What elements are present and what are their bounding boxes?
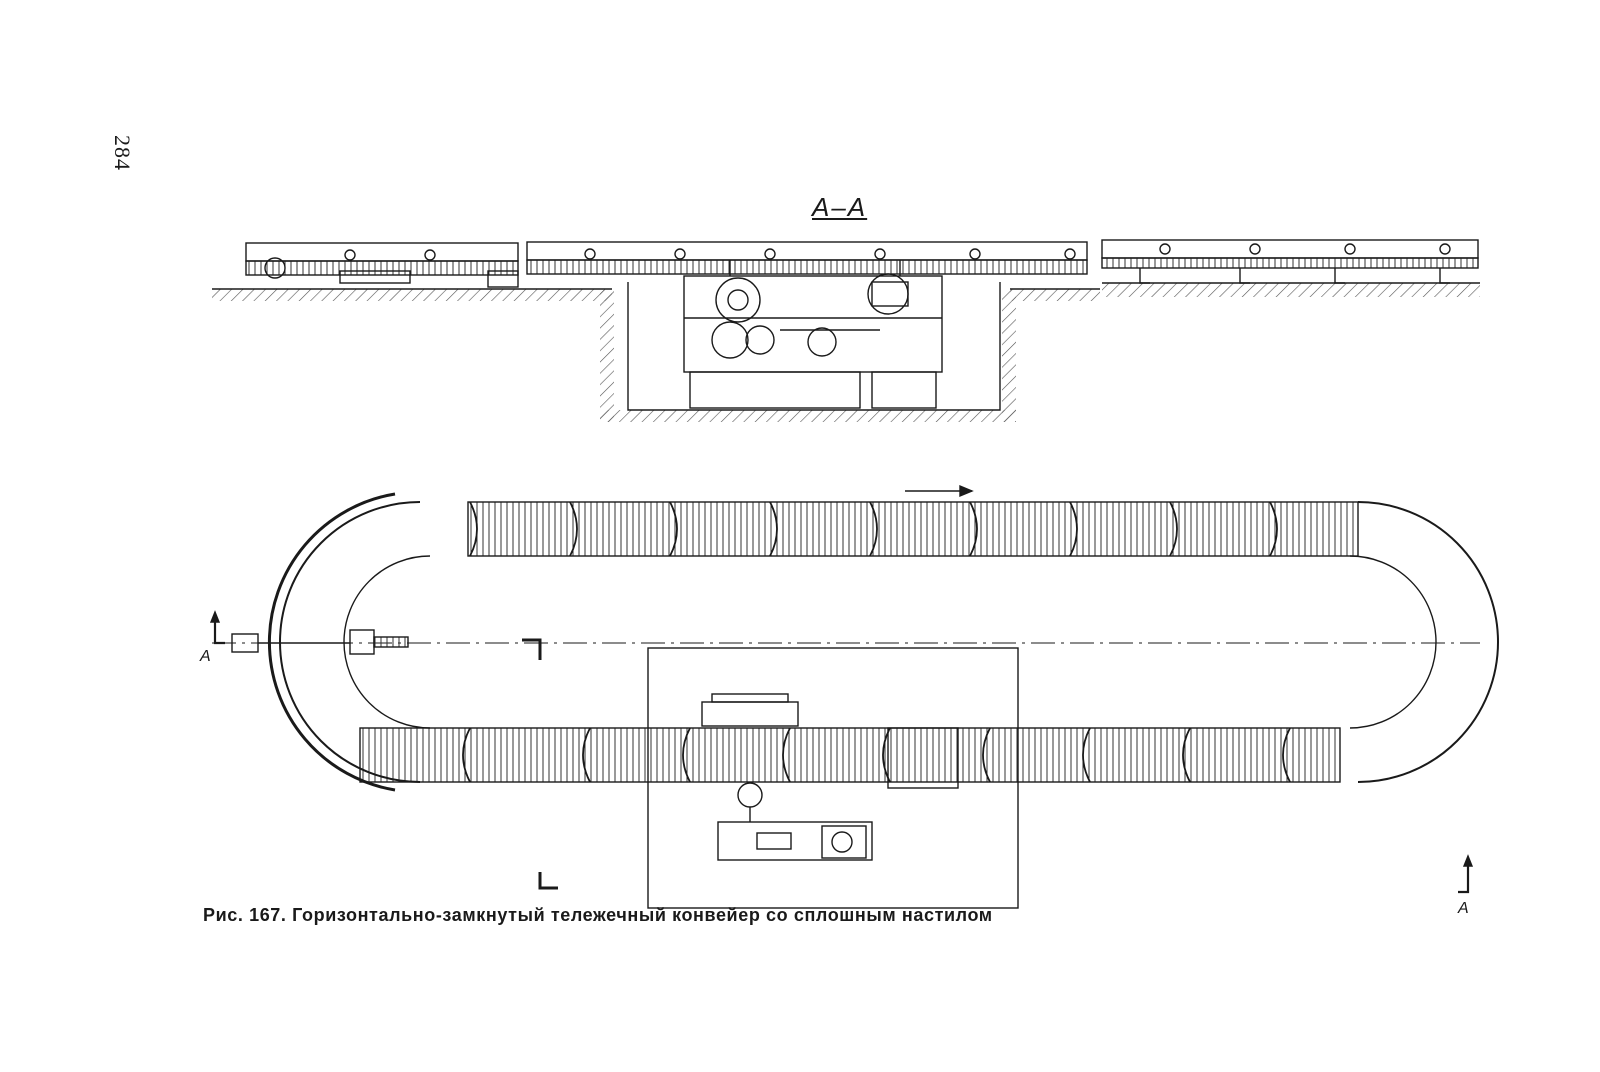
direction-arrow-head: [959, 484, 974, 498]
cut-label-left: А: [200, 648, 211, 665]
brake-drum: [831, 831, 853, 853]
pin-mid-5: [969, 248, 981, 260]
drive-sprocket-top: [711, 693, 789, 703]
deck-mid-upper: [526, 241, 1088, 261]
pin-mid-1: [584, 248, 596, 260]
section-view: [212, 239, 1480, 422]
track-upper: [467, 501, 1359, 557]
rail-foot-2: [1239, 268, 1250, 284]
drive-gear-1: [715, 277, 761, 323]
motor-reducer: [717, 821, 873, 861]
plan-view: [209, 484, 1499, 909]
pin-right-3: [1344, 243, 1356, 255]
pit-wall-right: [1002, 290, 1016, 422]
cut-marker-left: [213, 620, 225, 645]
pit-wall-left: [600, 290, 614, 422]
upper-joints: [469, 501, 1278, 557]
rail-foot-3: [1334, 268, 1345, 284]
pin-mid-6: [1064, 248, 1076, 260]
bracket-left: [339, 270, 411, 284]
motor-nameplate: [756, 832, 792, 850]
pin-right-1: [1159, 243, 1171, 255]
loop-left-outer: [279, 501, 421, 783]
ground-hatch-mid: [1010, 289, 1100, 301]
cut-marker-mid-bottom: [538, 872, 558, 890]
figure-caption: Рис. 167. Горизонтально-замкнутый тележе…: [203, 905, 993, 925]
cut-marker-mid-top: [522, 638, 542, 660]
deck-left-upper: [245, 242, 519, 262]
rail-foot-4: [1439, 268, 1450, 284]
drive-gear-1-hub: [727, 289, 749, 311]
drive-base: [689, 371, 861, 409]
ground-hatch-left: [212, 289, 612, 301]
drive-dog-carriage: [887, 727, 959, 789]
pin-left-2: [344, 249, 356, 261]
reducer-gear-2: [745, 325, 775, 355]
drive-gearbox: [871, 281, 909, 307]
rail-foot-1: [1139, 268, 1150, 284]
loop-right-outer: [1357, 501, 1499, 783]
pin-mid-4: [874, 248, 886, 260]
deck-mid-lower: [526, 259, 1088, 275]
ground-hatch-right: [1102, 283, 1480, 297]
cut-marker-right-arrow: [1462, 854, 1474, 867]
pin-right-4: [1439, 243, 1451, 255]
pin-mid-2: [674, 248, 686, 260]
deck-right-upper: [1101, 239, 1479, 259]
cut-marker-right: [1458, 862, 1470, 894]
drive-base-right: [871, 371, 937, 409]
pit-outline: [627, 282, 1001, 411]
deck-right-lower: [1101, 257, 1479, 269]
cut-label-right: А: [1458, 900, 1469, 917]
loop-left-guard: [267, 492, 396, 792]
tension-screw-housing: [349, 629, 375, 655]
track-lower: [359, 727, 1341, 783]
motor-pulley: [807, 327, 837, 357]
loop-right-inner: [1349, 555, 1437, 729]
cut-marker-left-arrow: [209, 610, 221, 623]
pit-floor: [600, 410, 1016, 422]
pin-mid-3: [764, 248, 776, 260]
drive-gear-2: [867, 273, 909, 315]
brake-unit: [821, 825, 867, 859]
loop-left-inner: [343, 555, 431, 729]
pin-right-2: [1249, 243, 1261, 255]
tension-screw: [373, 636, 409, 648]
section-label: А–А: [812, 192, 868, 222]
deck-left-lower: [245, 260, 519, 276]
coupling: [737, 782, 763, 808]
foot-left: [487, 270, 519, 288]
wheel-left-1: [264, 257, 286, 279]
pin-left-1: [424, 249, 436, 261]
drive-sprocket-housing: [701, 701, 799, 727]
reducer-gear-1: [711, 321, 749, 359]
